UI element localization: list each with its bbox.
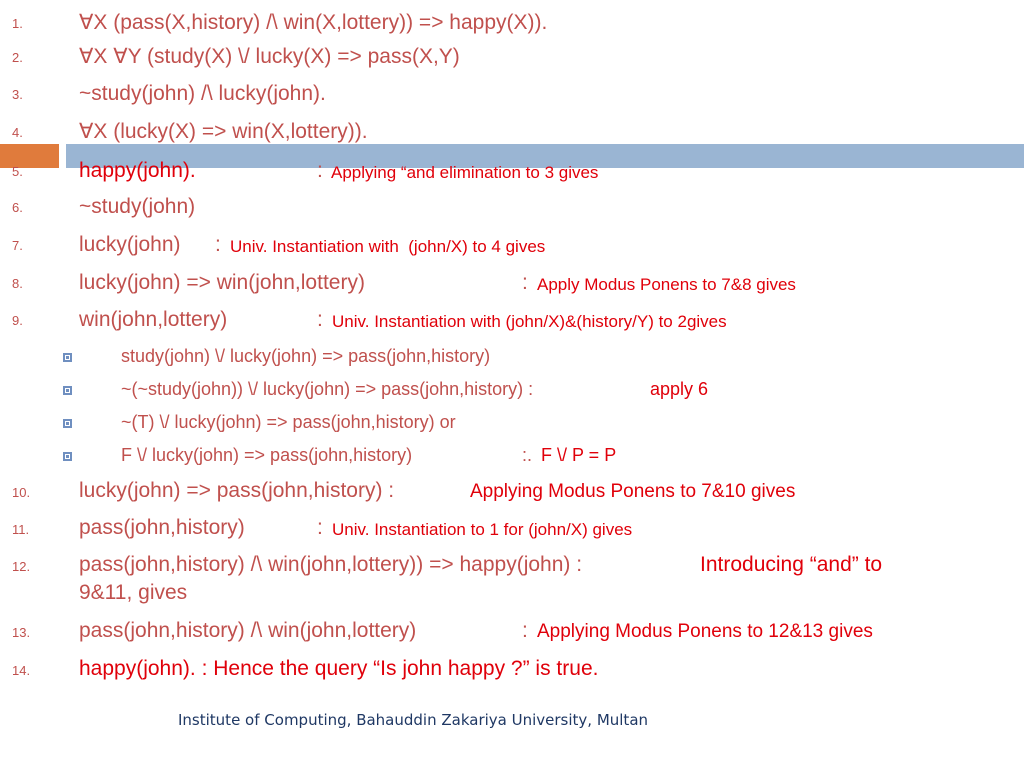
item-text: ~study(john) /\ lucky(john).	[79, 82, 326, 105]
item-note: Applying Modus Ponens to 12&13 gives	[537, 621, 873, 642]
item-note: Univ. Instantiation with (john/X)&(histo…	[332, 312, 727, 331]
item-number: 8.	[12, 276, 23, 291]
item-text: pass(john,history)	[79, 516, 245, 539]
sub-item-text: ~(~study(john)) \/ lucky(john) => pass(j…	[121, 379, 534, 399]
sub-item-text: ~(T) \/ lucky(john) => pass(john,history…	[121, 412, 456, 432]
item-number: 9.	[12, 313, 23, 328]
item-text: win(john,lottery)	[79, 308, 228, 331]
item-note: Applying Modus Ponens to 7&10 gives	[470, 481, 796, 502]
item-number: 1.	[12, 16, 23, 31]
item-separator: :	[317, 308, 323, 331]
item-number: 7.	[12, 238, 23, 253]
item-separator: :	[317, 516, 323, 539]
slide-content: 1. ∀X (pass(X,history) /\ win(X,lottery)…	[12, 11, 883, 680]
sub-item-note: F \/ P = P	[541, 445, 617, 465]
blue-accent-bar	[66, 144, 1024, 168]
item-note: Apply Modus Ponens to 7&8 gives	[537, 275, 796, 294]
item-text: ∀X (lucky(X) => win(X,lottery)).	[79, 120, 368, 143]
item-number: 12.	[12, 559, 31, 574]
orange-accent-bar	[0, 144, 59, 168]
item-text: pass(john,history) /\ win(john,lottery))…	[79, 553, 583, 576]
sub-item-text: study(john) \/ lucky(john) => pass(john,…	[121, 346, 491, 366]
item-number: 13.	[12, 625, 31, 640]
item-separator: :	[215, 233, 221, 256]
item-number: 6.	[12, 200, 23, 215]
sub-item-text: F \/ lucky(john) => pass(john,history)	[121, 445, 413, 465]
item-text: lucky(john) => pass(john,history) :	[79, 479, 395, 502]
item-number: 4.	[12, 125, 23, 140]
item-note: Univ. Instantiation to 1 for (john/X) gi…	[332, 520, 633, 539]
square-bullet-icon	[63, 386, 72, 395]
item-number: 5.	[12, 164, 23, 179]
square-bullet-icon	[63, 353, 72, 362]
item-text: ~study(john)	[79, 195, 196, 218]
item-note: Introducing “and” to	[700, 553, 883, 576]
item-text: ∀X (pass(X,history) /\ win(X,lottery)) =…	[79, 11, 548, 34]
item-number: 14.	[12, 663, 31, 678]
item-separator: :	[522, 271, 528, 294]
item-number: 3.	[12, 87, 23, 102]
item-note: Applying “and elimination to 3 gives	[331, 163, 599, 182]
sub-item-separator: :.	[522, 445, 533, 465]
item-text: happy(john).	[79, 159, 196, 182]
item-number: 11.	[12, 522, 30, 537]
item-text: ∀X ∀Y (study(X) \/ lucky(X) => pass(X,Y)	[79, 45, 460, 68]
item-number: 2.	[12, 50, 23, 65]
item-text: pass(john,history) /\ win(john,lottery)	[79, 619, 417, 642]
item-separator: :	[522, 619, 528, 642]
square-bullet-icon	[63, 419, 72, 428]
sub-item-note: apply 6	[650, 379, 709, 399]
item-note: Univ. Instantiation with (john/X) to 4 g…	[230, 237, 546, 256]
item-text: lucky(john) => win(john,lottery)	[79, 271, 365, 294]
footer-institution: Institute of Computing, Bahauddin Zakari…	[178, 711, 649, 729]
square-bullet-icon	[63, 452, 72, 461]
item-separator: :	[317, 159, 323, 182]
item-note-continuation: 9&11, gives	[79, 581, 188, 604]
item-text: happy(john). : Hence the query “Is john …	[79, 657, 599, 680]
item-number: 10.	[12, 485, 31, 500]
item-text: lucky(john)	[79, 233, 181, 256]
